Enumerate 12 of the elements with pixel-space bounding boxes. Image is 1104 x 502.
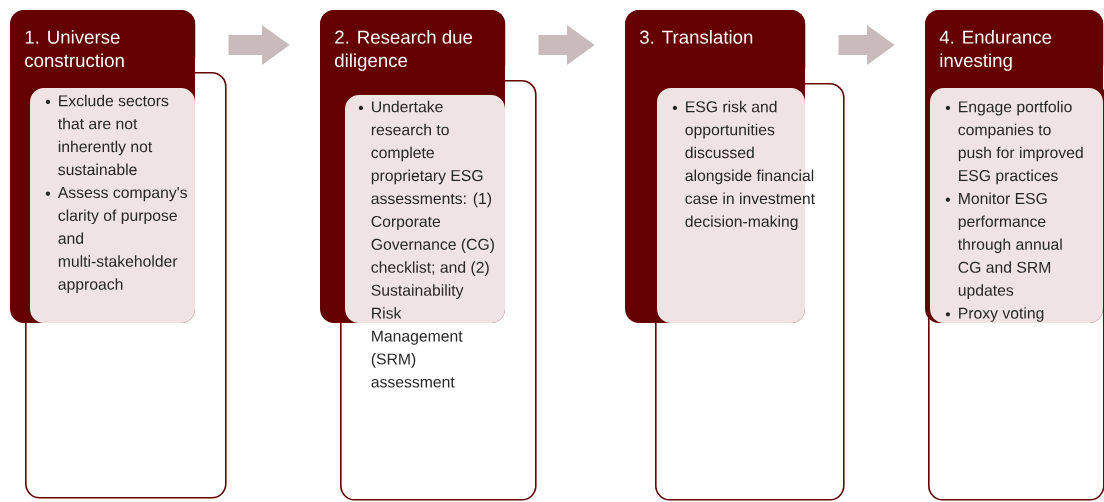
text-box: Engage portfolio companies to push for improved ESG practices Monitor ESG performance through annual CG and SRM updates Proxy voting [928, 80, 1104, 501]
step-header: 4. Endurance investing [925, 10, 1104, 79]
step-header: 1. Universe construction [10, 10, 196, 71]
text-box: Exclude sectors that are not inherently not sustainable Assess company's clarity of purpose and multi-stakeholder approach [25, 72, 227, 499]
node-label: 4. Endurance investing [939, 30, 1052, 71]
node-label: 3. Translation [639, 30, 753, 44]
node-label: 1. Universe construction [25, 30, 124, 68]
step-header: 3. Translation [625, 10, 806, 82]
node-label: 2. Research due diligence [335, 30, 473, 71]
text-box: Undertake research to complete proprietary ESG assessments: (1) Corporate Governance (CG) checklist; and (2) Sustainability Risk Management (SRM) assessment [340, 80, 537, 501]
text-box: ESG risk and opportunities discussed alongside financial case in investment decision-making [655, 83, 845, 501]
step-header: 2. Research due diligence [320, 10, 506, 79]
